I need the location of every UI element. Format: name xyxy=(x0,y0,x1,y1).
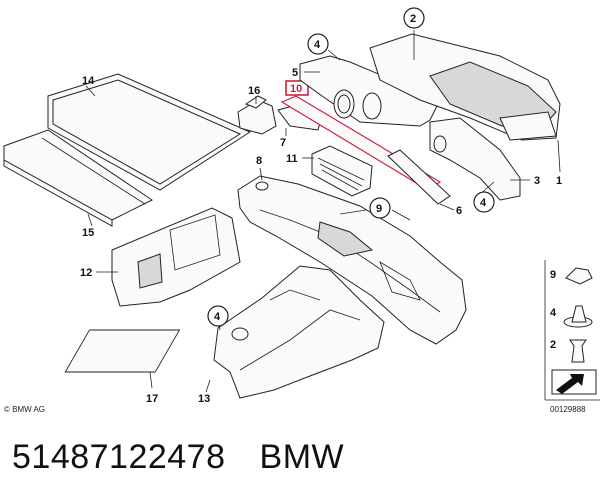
part-5-parcel-shelf-frame[interactable] xyxy=(299,55,441,127)
part-15-trunk-floor-mat[interactable] xyxy=(3,129,153,227)
callout-4b: 4 xyxy=(480,197,487,209)
copyright-text: © BMW AG xyxy=(4,405,45,414)
legend-9: 9 xyxy=(550,269,556,281)
legend-2: 2 xyxy=(550,339,556,351)
part-12-side-trim-left[interactable] xyxy=(111,207,241,307)
callout-12: 12 xyxy=(80,267,92,279)
callout-11: 11 xyxy=(286,153,298,165)
part-16-bracket[interactable] xyxy=(237,95,277,135)
part-14-floor-panel[interactable] xyxy=(47,73,252,191)
callout-9-circle xyxy=(369,197,391,219)
callout-9: 9 xyxy=(376,203,382,215)
drawing-number: 00129888 xyxy=(550,405,586,414)
callout-7: 7 xyxy=(280,137,286,149)
callout-3: 3 xyxy=(534,175,540,187)
part-2-rear-shelf[interactable] xyxy=(369,33,561,141)
callout-4a-circle xyxy=(307,33,329,55)
part-6-trim-strip[interactable] xyxy=(387,149,451,205)
brand-name: BMW xyxy=(259,438,345,476)
legend-4: 4 xyxy=(550,307,557,319)
callout-10: 10 xyxy=(290,83,302,95)
callout-13: 13 xyxy=(198,393,210,405)
clip-2-icon xyxy=(569,339,587,363)
fastener-legend: 9 4 2 xyxy=(544,260,600,401)
callout-5: 5 xyxy=(292,67,298,79)
callout-14: 14 xyxy=(82,75,95,87)
callout-4c: 4 xyxy=(214,311,221,323)
part-caption: 51487122478 BMW xyxy=(12,438,344,477)
callout-16: 16 xyxy=(248,85,260,97)
arrow-icon xyxy=(556,374,584,394)
part-17-sound-insulation[interactable] xyxy=(64,329,181,373)
clip-9-icon xyxy=(565,267,593,285)
callout-4c-circle xyxy=(207,305,229,327)
callout-17: 17 xyxy=(146,393,158,405)
callout-10-box xyxy=(285,80,309,96)
part-3-side-panel-right[interactable] xyxy=(429,117,521,201)
part-11-vent-grille[interactable] xyxy=(311,145,373,197)
callout-6: 6 xyxy=(456,205,462,217)
callout-4b-circle xyxy=(473,191,495,213)
part-number: 51487122478 xyxy=(12,438,226,476)
callout-4a: 4 xyxy=(314,39,321,51)
callout-8: 8 xyxy=(256,155,262,167)
callout-2: 2 xyxy=(410,13,416,25)
part-13-wheel-arch-insulation[interactable] xyxy=(213,265,385,399)
parts-diagram: 14 15 12 17 16 7 10 11 xyxy=(3,7,600,414)
part-8-sound-insulation-body[interactable] xyxy=(237,175,467,345)
callout-15: 15 xyxy=(82,227,94,239)
callout-2-circle xyxy=(403,7,425,29)
callout-1: 1 xyxy=(556,175,562,187)
